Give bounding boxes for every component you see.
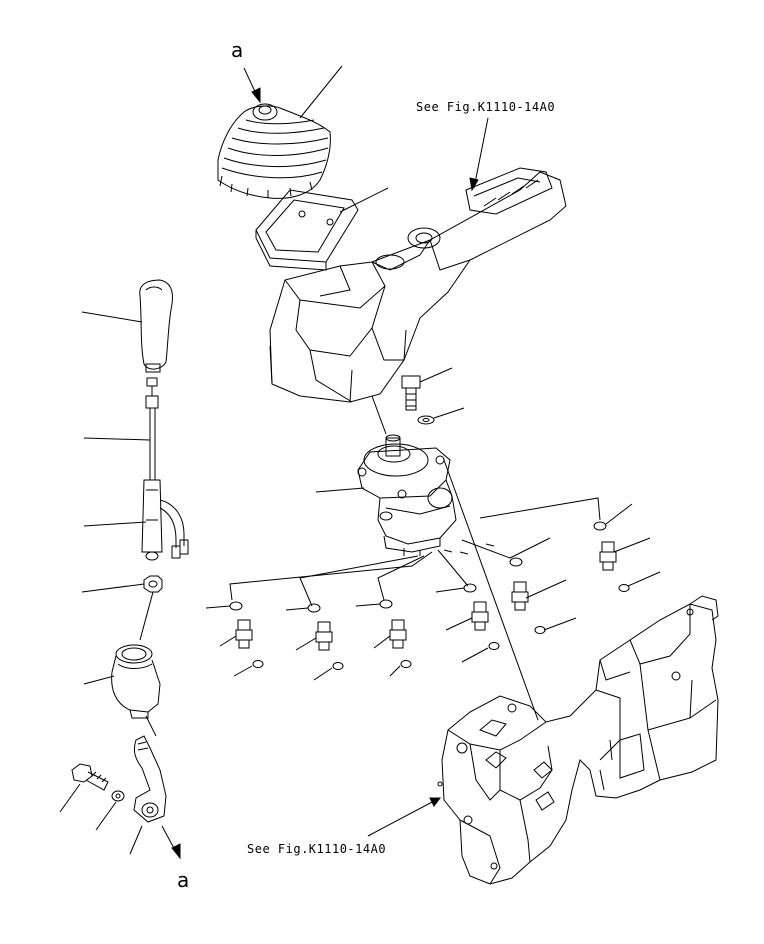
lever-rod-part (142, 378, 188, 560)
leader-line-ref-top (474, 118, 488, 188)
lower-boot-part (112, 645, 160, 718)
frame-plate-part (256, 190, 358, 270)
plug-set-1 (230, 602, 263, 668)
install-line (140, 592, 153, 640)
view-mark-bottom: a (177, 868, 190, 892)
lever-base-part (134, 736, 166, 822)
install-line (146, 716, 156, 736)
leader-line (60, 784, 80, 812)
harness-lines (230, 498, 600, 606)
plug-set-4 (464, 584, 499, 650)
leader-line (130, 826, 142, 854)
figure-reference-bottom: See Fig.K1110-14A0 (247, 842, 387, 856)
install-line (444, 460, 538, 720)
lever-grip-part (140, 280, 173, 372)
leader-line (84, 676, 114, 684)
figure-reference-top: See Fig.K1110-14A0 (416, 100, 556, 114)
plug-set-6 (594, 522, 629, 592)
leader-line (340, 188, 388, 212)
nut-part (144, 576, 162, 592)
install-line (372, 396, 386, 434)
bolt-part (402, 376, 420, 410)
leader-line-ref-bottom (368, 800, 436, 836)
plug-leaders (206, 504, 660, 680)
leader-line (82, 312, 142, 322)
leader-line (96, 802, 116, 830)
washer-part (418, 416, 434, 424)
mounting-bracket-part (438, 596, 718, 884)
leader-line (84, 522, 146, 526)
leader-line (434, 408, 464, 418)
leader-line (316, 488, 364, 492)
rubber-boot-part (218, 104, 330, 198)
leader-line (420, 368, 452, 382)
view-mark-top: a (231, 38, 244, 62)
bolt-part (72, 764, 108, 790)
leader-line (84, 438, 150, 440)
leader-line (300, 66, 342, 118)
plug-set-5 (510, 558, 545, 634)
plug-set-3 (380, 600, 411, 668)
ppc-valve-part (358, 435, 456, 556)
plug-set-2 (308, 604, 343, 670)
leader-line (82, 584, 144, 592)
washer-part (112, 791, 124, 801)
console-cover-part (270, 168, 566, 402)
